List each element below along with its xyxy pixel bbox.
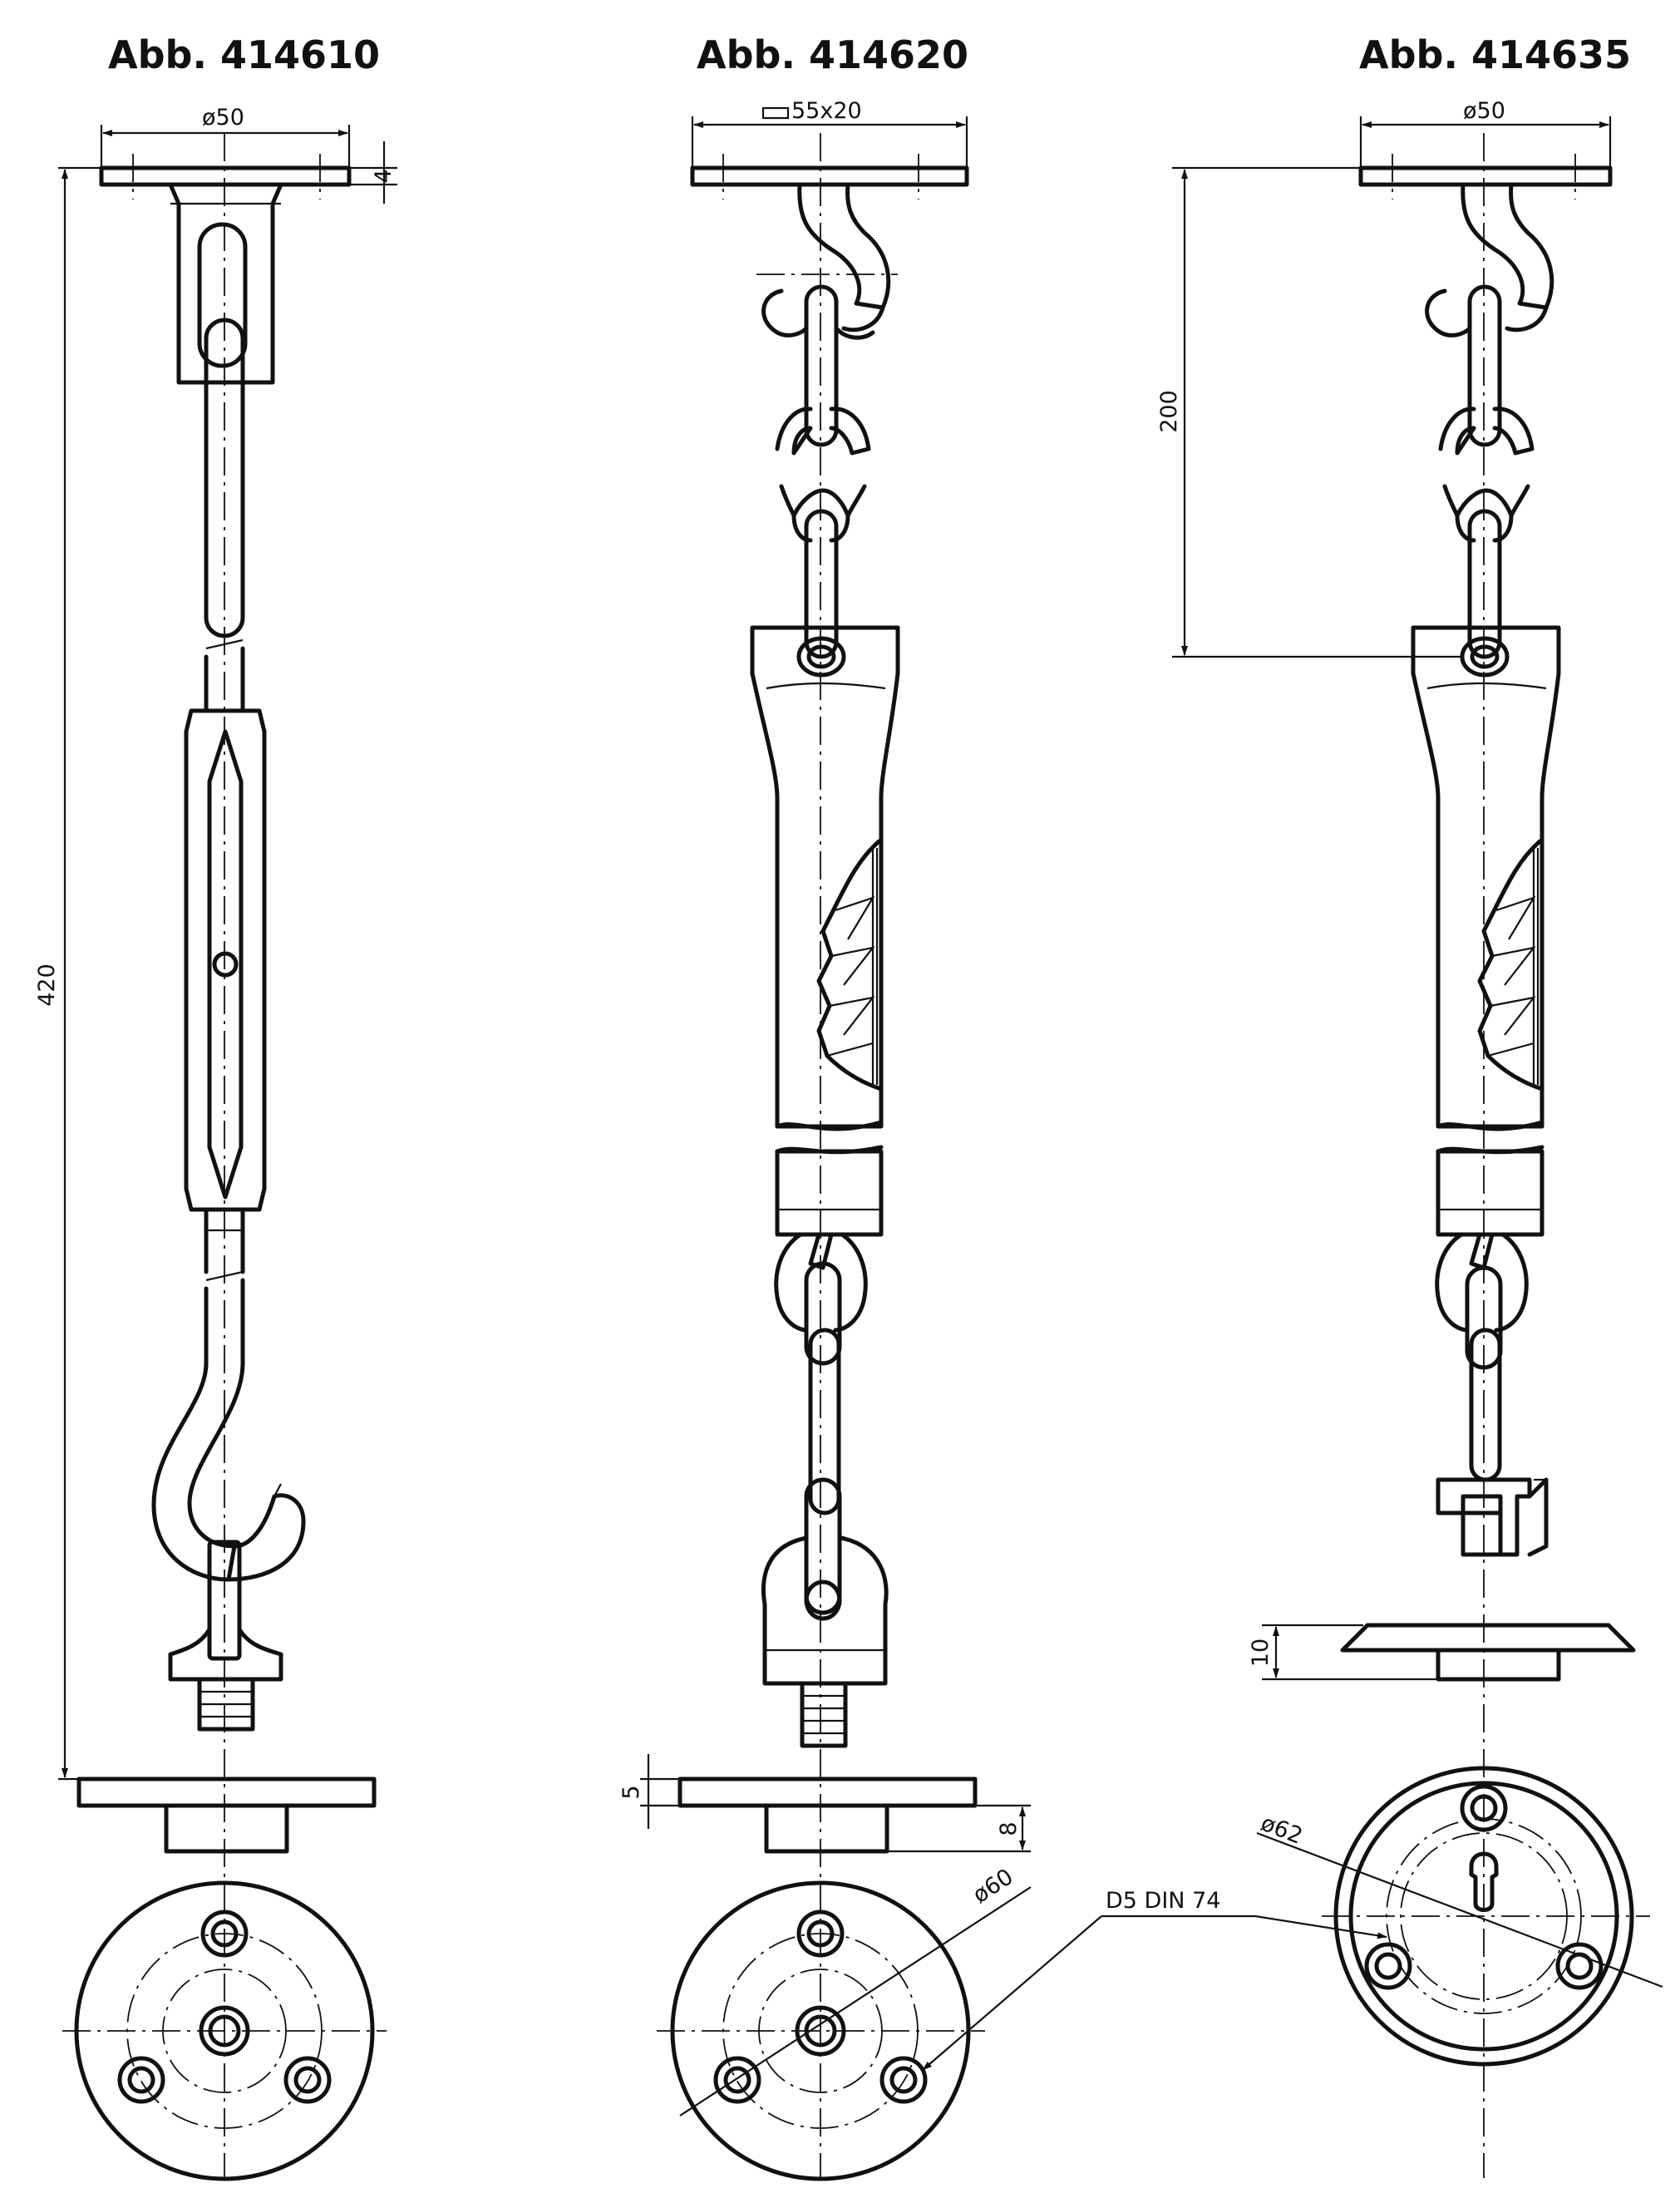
dim-hook-height: 200 <box>1156 390 1182 433</box>
dim-plate-width-1: ø50 <box>202 105 244 131</box>
note-screw-spec: D5 DIN 74 <box>1106 1888 1220 1914</box>
figure-1-turnbuckle-hook <box>62 133 387 2181</box>
figure-3-hook-chain-bayonet <box>1322 133 1650 2178</box>
dim-bolt-circle-2: ø60 <box>968 1864 1018 1909</box>
dim-plate-thickness-1: 4 <box>371 169 397 183</box>
figure-3-title: Abb. 414635 <box>1359 32 1631 77</box>
figure-2-hook-chain-spring <box>657 133 985 2181</box>
figure-2-title: Abb. 414620 <box>697 32 968 77</box>
figure-1-dimensions: ø50 4 420 <box>34 105 397 1781</box>
dim-overall-length: 420 <box>34 963 60 1007</box>
figure-2-dimensions: 55x20 5 8 ø60 D5 DIN 74 <box>618 98 1387 2117</box>
dim-plate-width-3: ø50 <box>1463 98 1505 124</box>
dim-base-thickness-3: 10 <box>1248 1639 1274 1667</box>
dim-base-thickness-2: 5 <box>618 1785 644 1799</box>
dim-plate-section: 55x20 <box>791 98 862 124</box>
figure-1-title: Abb. 414610 <box>108 32 380 77</box>
figure-3-dimensions: ø50 200 10 ø62 <box>1156 98 1663 1988</box>
dim-bolt-circle-3: ø62 <box>1257 1811 1306 1850</box>
dim-base-height-2: 8 <box>996 1821 1022 1836</box>
